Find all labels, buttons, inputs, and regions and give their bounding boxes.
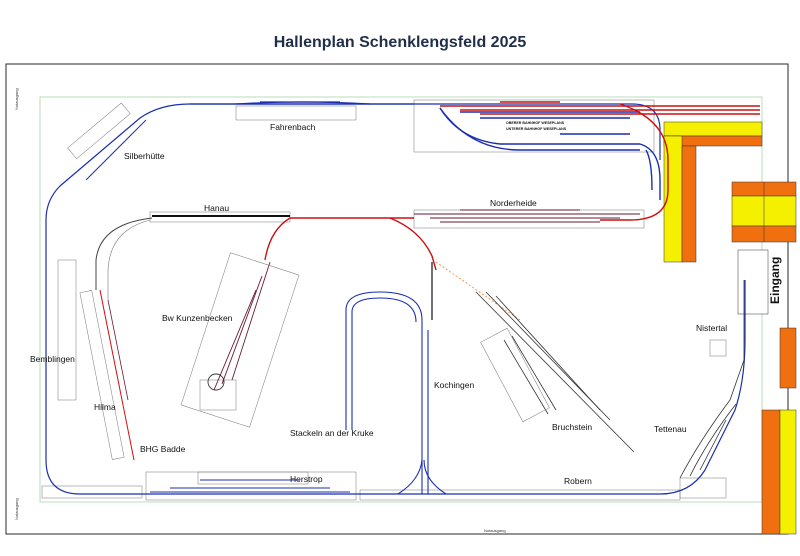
label-robern: Robern bbox=[564, 476, 592, 486]
label-hilma: Hilma bbox=[94, 402, 116, 412]
tettenau-tracks bbox=[679, 280, 745, 479]
herstrop-tracks bbox=[150, 479, 350, 493]
emergency-exit-left-top: Notausgang bbox=[14, 88, 19, 110]
fahrenbach-tracks bbox=[235, 101, 371, 105]
bw-kunzenbecken-tracks bbox=[180, 252, 300, 428]
page-title: Hallenplan Schenklengsfeld 2025 bbox=[273, 34, 527, 51]
main-line-outer bbox=[45, 103, 746, 495]
bruchstein-tracks bbox=[475, 291, 635, 453]
label-stackeln: Stackeln an der Kruke bbox=[290, 428, 374, 438]
emergency-exit-bottom: Notausgang bbox=[484, 528, 506, 533]
label-bemblingen: Bemblingen bbox=[30, 354, 75, 364]
hilma-tracks bbox=[79, 289, 135, 461]
label-bhg-badde: BHG Badde bbox=[140, 444, 186, 454]
red-connection-line bbox=[264, 217, 437, 271]
label-oberer-bahnhof: OBERER BAHNHOF WESEPLANS bbox=[506, 121, 565, 125]
label-nistertal: Nistertal bbox=[696, 323, 728, 333]
label-tettenau: Tettenau bbox=[654, 424, 687, 434]
label-bw-kunzenbecken: Bw Kunzenbecken bbox=[162, 313, 233, 323]
storage-tables bbox=[663, 121, 797, 535]
norderheide-tracks bbox=[414, 209, 640, 223]
label-silberhuette: Silberhütte bbox=[124, 151, 165, 161]
hall-outline bbox=[5, 63, 789, 535]
label-kochingen: Kochingen bbox=[434, 380, 475, 390]
label-herstrop: Herstrop bbox=[290, 474, 323, 484]
label-hanau: Hanau bbox=[204, 203, 230, 213]
kochingen-loop bbox=[345, 262, 447, 495]
silberhuette-tracks bbox=[67, 102, 147, 181]
hanau-tracks bbox=[95, 215, 290, 300]
label-bruchstein: Bruchstein bbox=[552, 422, 593, 432]
label-norderheide: Norderheide bbox=[490, 198, 537, 208]
weseplans-red-tracks bbox=[440, 101, 760, 221]
weseplans-blue-tracks bbox=[439, 107, 661, 200]
label-fahrenbach: Fahrenbach bbox=[270, 122, 316, 132]
emergency-exit-left-bottom: Notausgang bbox=[14, 498, 19, 520]
label-unterer-bahnhof: UNTERER BAHNHOF WESEPLANS bbox=[506, 127, 567, 131]
entrance-label: Eingang bbox=[768, 256, 782, 304]
